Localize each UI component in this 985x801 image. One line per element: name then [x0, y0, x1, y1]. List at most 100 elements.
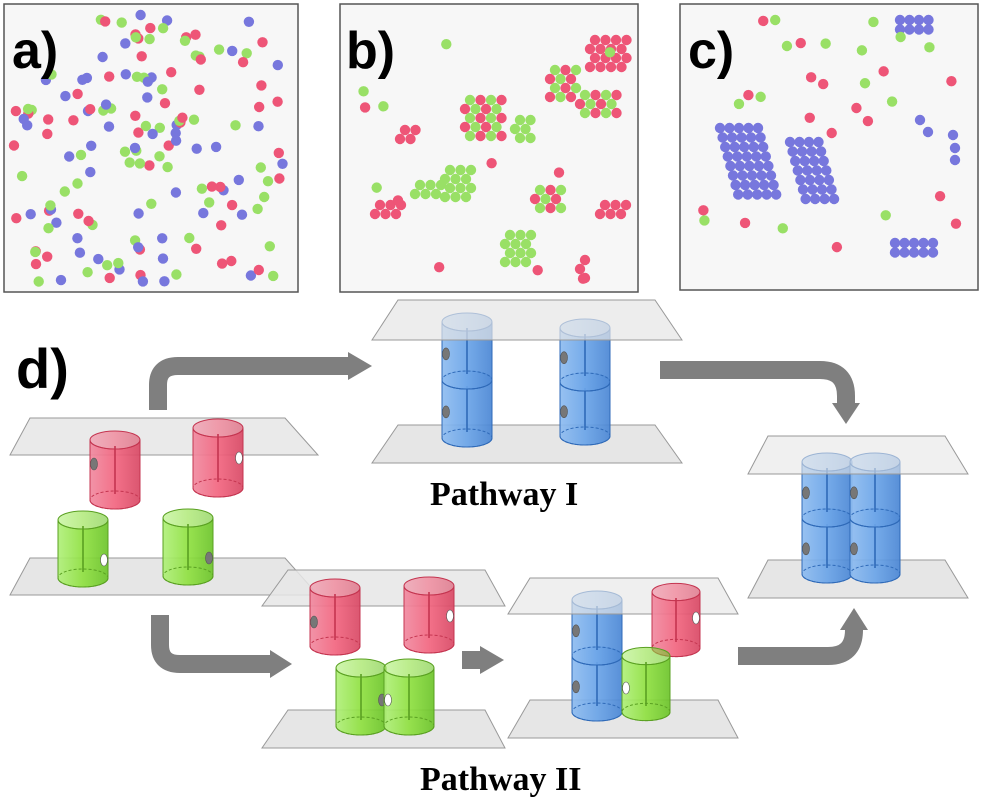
particle	[46, 69, 57, 80]
particle	[475, 130, 486, 142]
particle	[485, 130, 497, 142]
particle	[749, 179, 760, 191]
particle	[43, 223, 54, 234]
particle	[359, 102, 371, 113]
particle	[170, 135, 182, 146]
pathway-two-stage-two-top-plane	[507, 577, 739, 615]
particle	[794, 136, 805, 148]
red-cylinder-p2-left	[309, 578, 361, 656]
particle	[577, 273, 589, 284]
particle	[145, 22, 156, 34]
particle	[255, 162, 266, 173]
particle	[459, 103, 471, 115]
particle	[534, 202, 546, 214]
particle	[895, 31, 906, 43]
particle	[730, 179, 741, 191]
arrow-start-to-pathway-two-head	[270, 650, 292, 678]
particle	[734, 160, 746, 172]
particle	[83, 215, 94, 227]
particle	[534, 184, 546, 196]
particle	[430, 188, 442, 200]
particle	[137, 276, 149, 287]
particle	[746, 170, 758, 181]
arrow-start-to-pathway-one-head	[348, 352, 372, 380]
particle	[529, 193, 541, 205]
arrow-start-to-pathway-two	[151, 615, 272, 673]
particle	[606, 98, 617, 110]
particle	[216, 258, 228, 269]
particle	[274, 173, 285, 184]
particle	[273, 147, 284, 159]
particle	[768, 179, 779, 191]
particle	[913, 14, 925, 26]
particle	[157, 84, 168, 95]
panel-c: c)	[679, 3, 979, 291]
particle	[142, 76, 153, 87]
particle	[25, 209, 36, 220]
particle	[420, 188, 431, 200]
particle	[100, 16, 111, 27]
particle	[277, 158, 288, 169]
particle	[120, 69, 131, 80]
particle	[227, 45, 238, 57]
particle	[725, 160, 736, 172]
start-top-plane	[9, 417, 320, 456]
particle	[464, 130, 476, 142]
particle	[170, 127, 181, 139]
particle	[752, 122, 764, 134]
particle	[595, 61, 606, 73]
particle	[574, 263, 586, 275]
particle	[455, 182, 466, 194]
particle	[504, 229, 516, 241]
particle	[464, 112, 476, 124]
particle	[720, 141, 731, 153]
arrows	[149, 352, 868, 678]
particle	[162, 161, 173, 173]
particle	[371, 182, 382, 193]
particle	[868, 16, 879, 28]
particle	[544, 73, 556, 85]
particle	[272, 96, 283, 107]
particle	[22, 103, 34, 115]
particle	[475, 94, 486, 106]
particle	[496, 94, 507, 106]
particle	[756, 170, 767, 181]
particle	[510, 256, 521, 268]
particle	[616, 61, 627, 73]
particle	[82, 267, 93, 278]
particle	[63, 151, 75, 162]
particle	[796, 146, 808, 157]
particle	[514, 132, 526, 144]
particle	[809, 193, 821, 205]
particle	[410, 124, 421, 136]
particle	[198, 207, 209, 219]
particle	[470, 103, 481, 115]
panel-c-label: c)	[688, 22, 734, 80]
particle	[611, 107, 622, 119]
particle	[751, 151, 762, 162]
particle	[444, 164, 456, 176]
particle	[237, 57, 249, 68]
particle	[18, 113, 29, 125]
particle	[809, 155, 820, 167]
particle	[486, 157, 497, 169]
particle	[727, 170, 739, 181]
particle	[103, 121, 115, 132]
particle	[268, 270, 279, 282]
particle	[781, 40, 793, 52]
particle	[733, 98, 745, 110]
particle	[923, 14, 934, 26]
particle	[163, 140, 174, 151]
particle	[159, 98, 171, 109]
particle	[777, 223, 788, 234]
particle	[761, 189, 772, 200]
particle	[97, 51, 108, 63]
particle	[818, 155, 829, 167]
particle	[599, 199, 611, 211]
particle	[752, 189, 763, 200]
particle	[550, 193, 562, 205]
particle	[233, 174, 244, 186]
particle	[589, 34, 601, 46]
arrow-pathway-two-to-end	[738, 621, 863, 665]
end-top-plane	[747, 435, 969, 475]
